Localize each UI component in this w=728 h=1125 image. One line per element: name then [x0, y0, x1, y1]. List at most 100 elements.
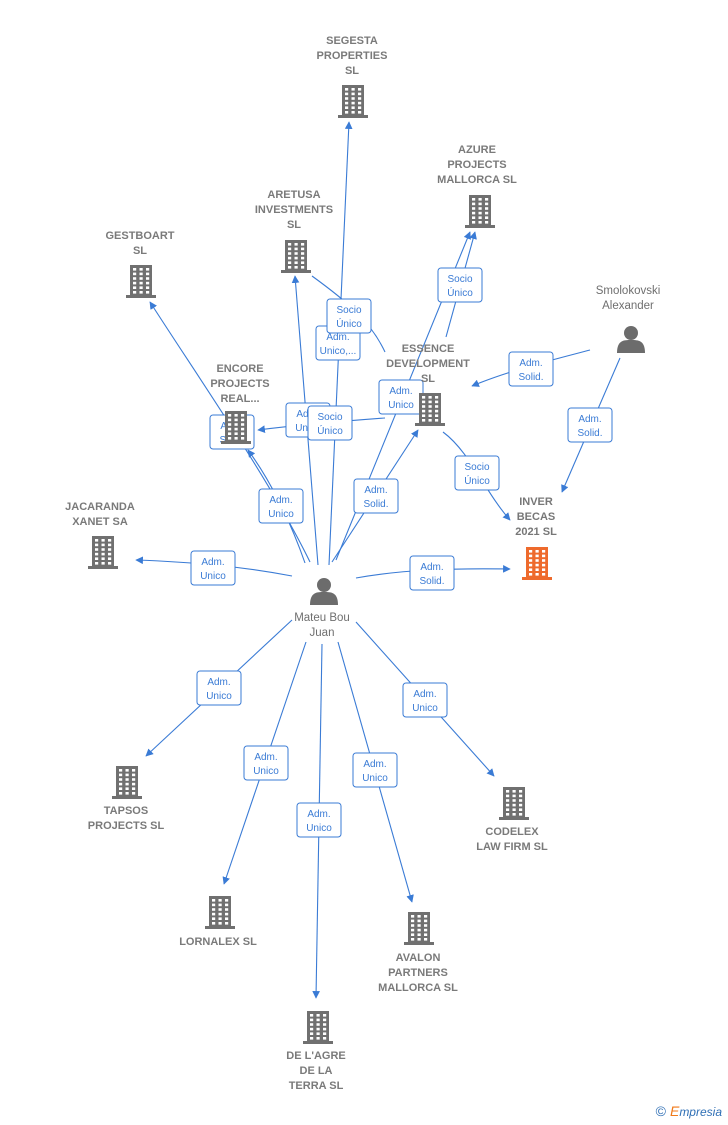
node-encore[interactable]: ENCORE PROJECTS REAL...	[210, 363, 270, 444]
edge-label-text: Solid.	[518, 372, 543, 383]
edge-label-text: Unico	[306, 823, 332, 834]
edge-label-box	[402, 682, 448, 718]
edge-label-text: Adm.	[389, 386, 412, 397]
edge-label-box	[409, 555, 455, 591]
edge-label-mateu-azure[interactable]: Adm.Unico	[378, 379, 424, 415]
node-label-mateu: Juan	[310, 627, 335, 639]
node-label-jacaranda: JACARANDA	[65, 501, 135, 513]
edge-label-mateu-gestboart[interactable]: Adm.Unico	[258, 488, 304, 524]
node-label-codelex: CODELEX	[485, 826, 539, 838]
node-codelex[interactable]: CODELEX LAW FIRM SL	[476, 787, 548, 853]
node-label-avalon: PARTNERS	[388, 967, 448, 979]
edge-label-mateu-jacaranda[interactable]: Adm. Unico	[190, 550, 236, 586]
edge-label-box	[508, 351, 554, 387]
edge-label-mateu-lornalex[interactable]: Adm.Unico	[243, 745, 289, 781]
edge-label-text: Adm.	[413, 689, 436, 700]
edge-label-text: Adm.	[363, 759, 386, 770]
building-icon	[522, 547, 552, 580]
node-label-segesta: PROPERTIES	[317, 50, 388, 62]
edge-label-mateu-avalon[interactable]: Adm. Unico	[352, 752, 398, 788]
node-label-smolokovski: Alexander	[602, 300, 654, 312]
edge-label-text: Único	[447, 286, 473, 299]
edge-label-box	[307, 405, 353, 441]
person-icon	[310, 578, 338, 605]
node-label-deagre: DE L'AGRE	[286, 1050, 345, 1062]
edge-label-text: Único	[464, 474, 490, 487]
node-label-aretusa: INVESTMENTS	[255, 204, 333, 216]
edge-label-mateu-tapsos[interactable]: Adm.Unico	[196, 670, 242, 706]
edge-labels-layer: Adm.Unico,...Adm.UnicoSocioÚnicoAdm.Soli…	[190, 267, 613, 838]
node-label-deagre: TERRA SL	[289, 1080, 344, 1092]
node-label-avalon: AVALON	[396, 952, 441, 964]
node-jacaranda[interactable]: JACARANDA XANET SA	[65, 501, 135, 569]
node-label-mateu: Mateu Bou	[294, 612, 350, 624]
node-lornalex[interactable]: LORNALEX SL	[179, 896, 257, 948]
edge-label-text: Único	[336, 317, 362, 330]
building-icon	[415, 393, 445, 426]
edge-label-text: Unico	[362, 773, 388, 784]
edge-label-text: Adm.	[201, 557, 224, 568]
node-label-codelex: LAW FIRM SL	[476, 841, 548, 853]
node-label-gestboart: SL	[133, 245, 147, 257]
node-label-azure: MALLORCA SL	[437, 174, 517, 186]
edge-label-box	[353, 478, 399, 514]
edge-label-text: Adm.	[420, 562, 443, 573]
node-label-encore: ENCORE	[216, 363, 263, 375]
edge-label-smol-essence[interactable]: Adm.Solid.	[508, 351, 554, 387]
edge-label-mateu-codelex[interactable]: Adm.Unico	[402, 682, 448, 718]
node-label-aretusa: SL	[287, 219, 301, 231]
edge-label-text: Adm.	[207, 677, 230, 688]
edge-label-text: Solid.	[577, 428, 602, 439]
node-label-jacaranda: XANET SA	[72, 516, 128, 528]
edge-label-mateu-inver[interactable]: Adm. Solid.	[409, 555, 455, 591]
node-label-lornalex: LORNALEX SL	[179, 936, 257, 948]
edge-label-mateu-deagre[interactable]: Adm. Unico	[296, 802, 342, 838]
edge-label-box	[326, 298, 372, 334]
node-label-encore: PROJECTS	[210, 378, 269, 390]
edge-label-box	[437, 267, 483, 303]
edge-label-text: Unico	[200, 571, 226, 582]
node-label-encore: REAL...	[220, 393, 259, 405]
node-label-smolokovski: Smolokovski	[596, 285, 661, 297]
edge-label-text: Socio	[447, 274, 472, 285]
node-label-azure: AZURE	[458, 144, 496, 156]
building-icon	[281, 240, 311, 273]
person-icon	[617, 326, 645, 353]
node-label-tapsos: PROJECTS SL	[88, 820, 165, 832]
node-label-essence: DEVELOPMENT	[386, 358, 470, 370]
edge-label-box	[196, 670, 242, 706]
edge-label-text: Adm.	[326, 332, 349, 343]
edge-label-box	[454, 455, 500, 491]
edge-label-smol-inver[interactable]: Adm.Solid.	[567, 407, 613, 443]
edge-label-text: Unico,...	[320, 346, 357, 357]
building-icon	[88, 536, 118, 569]
building-icon	[303, 1011, 333, 1044]
edge-label-text: Solid.	[363, 499, 388, 510]
edge-label-text: Adm.	[307, 809, 330, 820]
edge-label-text: Solid.	[419, 576, 444, 587]
edge-label-box	[258, 488, 304, 524]
edge-label-box	[352, 752, 398, 788]
edge-label-box	[567, 407, 613, 443]
edge-label-mateu-essence[interactable]: Adm.Solid.	[353, 478, 399, 514]
building-icon	[404, 912, 434, 945]
edge-label-text: Unico	[268, 509, 294, 520]
node-label-segesta: SL	[345, 65, 359, 77]
edge-label-text: Adm.	[254, 752, 277, 763]
